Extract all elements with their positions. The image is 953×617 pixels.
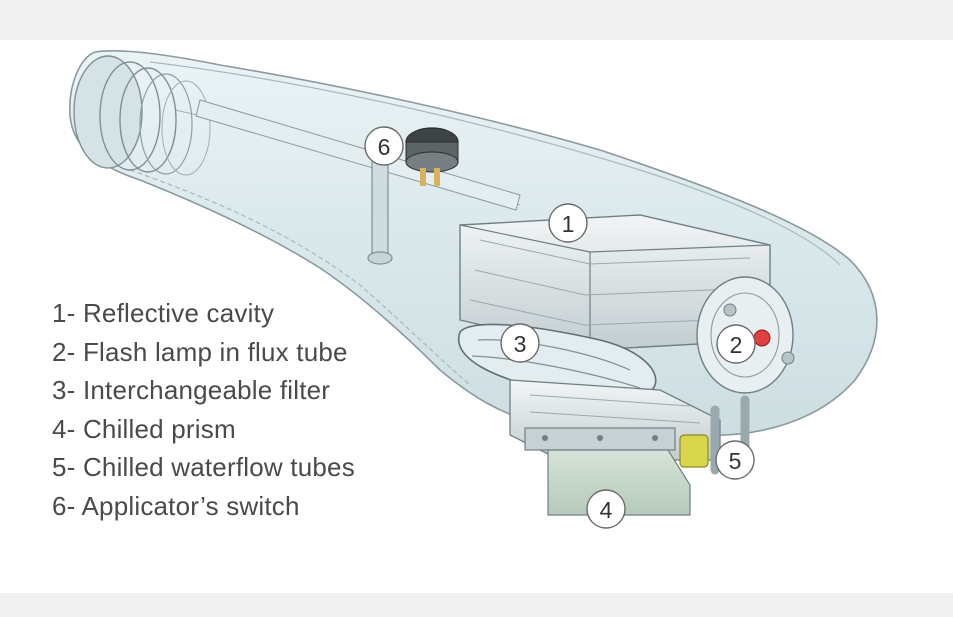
chilled-prism bbox=[524, 427, 691, 516]
callout-6-label: 6 bbox=[378, 134, 391, 160]
figure-panel: 1 2 3 4 5 6 1- Reflec bbox=[0, 40, 953, 593]
callout-3-label: 3 bbox=[514, 331, 527, 357]
component-legend: 1- Reflective cavity 2- Flash lamp in fl… bbox=[52, 294, 355, 525]
callout-1-label: 1 bbox=[562, 211, 575, 237]
legend-item: 4- Chilled prism bbox=[52, 413, 236, 444]
nozzle-rings bbox=[73, 55, 211, 176]
shell-contour-upper bbox=[149, 61, 841, 266]
callout-4-label: 4 bbox=[600, 497, 613, 523]
callout-5: 5 bbox=[715, 440, 755, 480]
callout-2: 2 bbox=[716, 324, 756, 364]
callout-1: 1 bbox=[548, 203, 588, 243]
legend-item: 1- Reflective cavity bbox=[52, 298, 275, 328]
legend-item: 2- Flash lamp in flux tube bbox=[52, 336, 348, 367]
callout-4: 4 bbox=[586, 489, 626, 529]
callout-5-label: 5 bbox=[729, 448, 742, 474]
legend-item: 5- Chilled waterflow tubes bbox=[52, 452, 355, 482]
callout-6: 6 bbox=[364, 126, 404, 166]
callout-2-label: 2 bbox=[730, 332, 743, 358]
callout-3: 3 bbox=[500, 323, 540, 363]
applicator-diagram: 1 2 3 4 5 6 bbox=[69, 50, 878, 529]
switch-assembly bbox=[367, 127, 459, 265]
legend-item: 3- Interchangeable filter bbox=[52, 375, 331, 405]
legend-item: 6- Applicator’s switch bbox=[52, 490, 300, 521]
shell-contour-lower bbox=[129, 169, 471, 386]
